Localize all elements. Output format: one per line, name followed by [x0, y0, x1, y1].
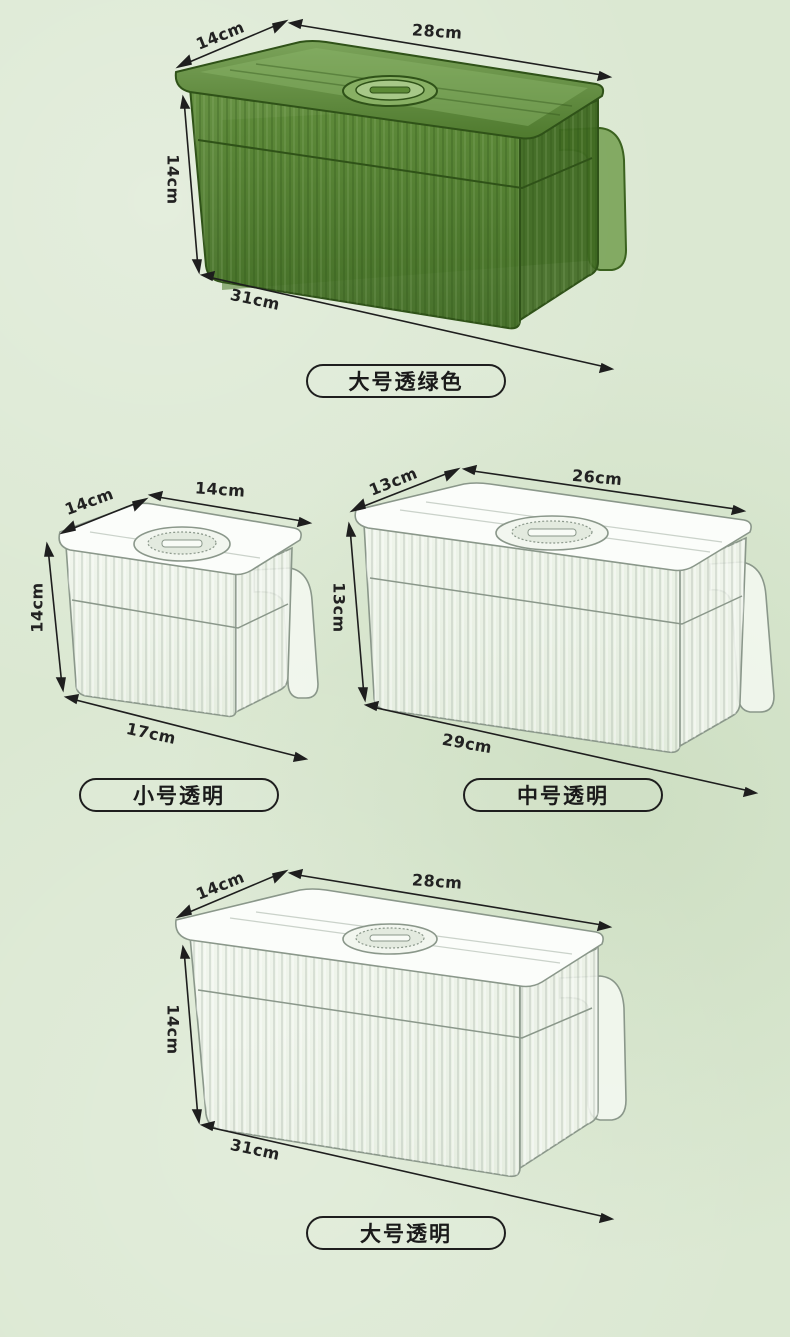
medium-clear-box-illustration [346, 464, 775, 798]
small-clear-box-illustration [44, 490, 319, 762]
large-green-label-badge: 大号透绿色 [306, 364, 506, 398]
product-large-green: 14cm 28cm 14cm 31cm 大号透绿色 [0, 0, 790, 420]
product-medium-clear: 13cm 26cm 13cm 29cm 中号透明 [330, 440, 790, 830]
small-clear-height-label: 14cm [27, 582, 47, 633]
small-clear-label-badge: 小号透明 [79, 778, 279, 812]
medium-clear-label-badge: 中号透明 [463, 778, 663, 812]
large-green-box-illustration [174, 18, 628, 374]
large-clear-label-badge: 大号透明 [306, 1216, 506, 1250]
large-green-height-label: 14cm [163, 154, 183, 205]
large-green-lid-width-label: 28cm [411, 20, 464, 43]
medium-clear-height-label: 13cm [329, 582, 349, 633]
product-large-clear: 14cm 28cm 14cm 31cm 大号透明 [0, 850, 790, 1270]
large-clear-height-label: 14cm [163, 1004, 183, 1055]
small-clear-lid-width-label: 14cm [194, 478, 247, 501]
large-clear-box-illustration [174, 868, 627, 1224]
large-clear-lid-width-label: 28cm [411, 870, 464, 893]
product-small-clear: 14cm 14cm 14cm 17cm 小号透明 [0, 440, 340, 830]
